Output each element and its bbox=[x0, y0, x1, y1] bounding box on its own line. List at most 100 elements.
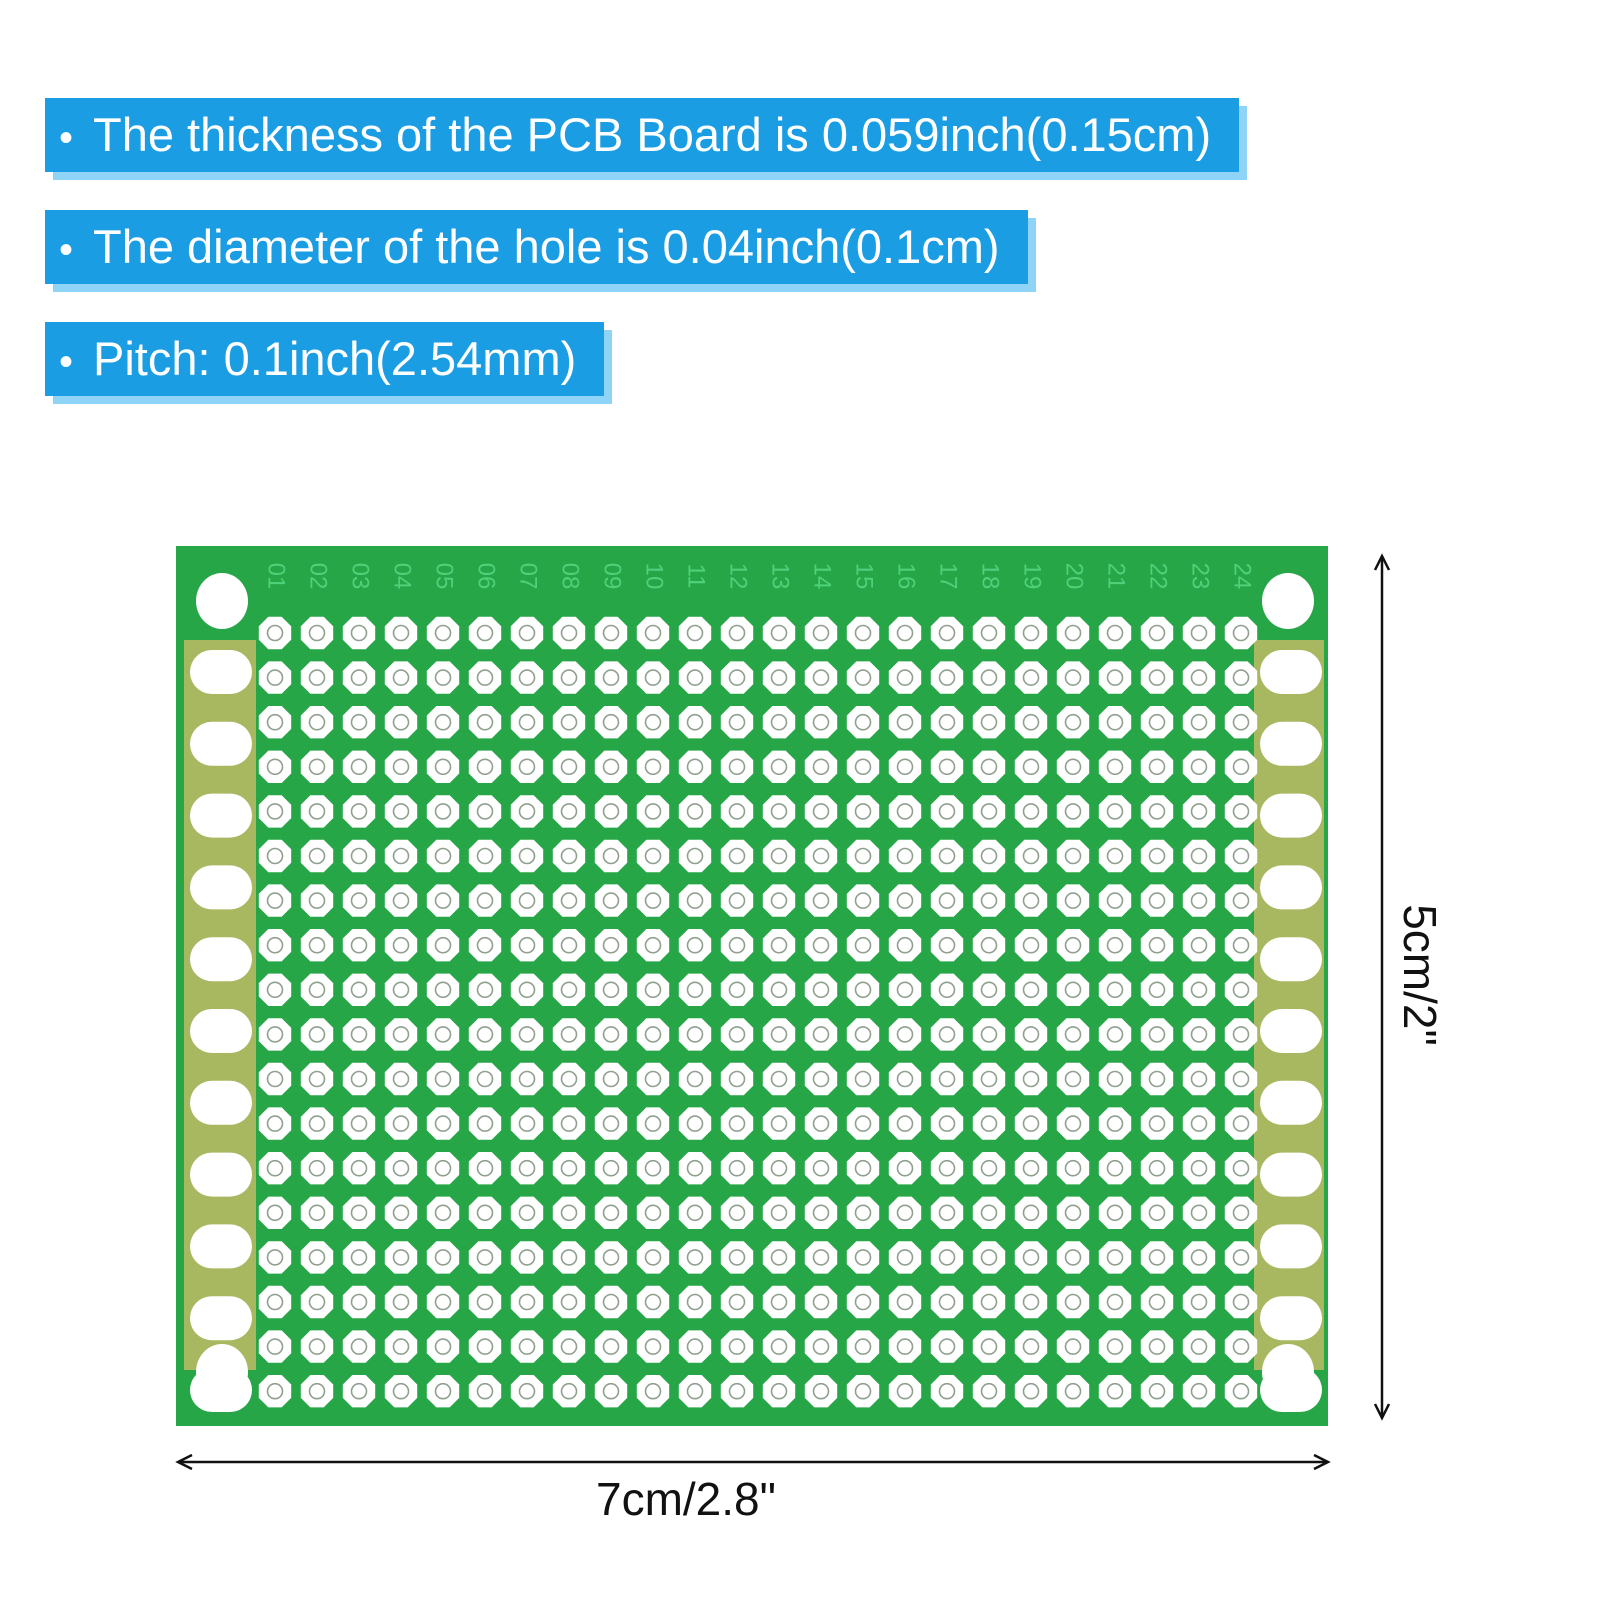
solder-pad bbox=[552, 1241, 586, 1274]
solder-pad bbox=[1224, 795, 1258, 828]
solder-pad bbox=[468, 1375, 502, 1408]
solder-pad bbox=[384, 661, 418, 694]
column-label: 09 bbox=[599, 563, 626, 590]
solder-pad bbox=[342, 929, 376, 962]
solder-pad bbox=[426, 750, 460, 783]
solder-pad bbox=[678, 839, 712, 873]
solder-pad bbox=[594, 839, 628, 873]
solder-pad bbox=[678, 973, 712, 1006]
bullet: • bbox=[59, 116, 74, 160]
height-dimension-label: 5cm/2" bbox=[1394, 904, 1446, 1046]
solder-pad bbox=[468, 1062, 502, 1096]
solder-pad bbox=[930, 973, 964, 1006]
solder-pad bbox=[594, 973, 628, 1006]
solder-pad bbox=[972, 973, 1006, 1006]
solder-pad bbox=[300, 929, 334, 962]
solder-pad bbox=[972, 795, 1006, 828]
solder-pad bbox=[888, 706, 922, 739]
solder-pad bbox=[552, 929, 586, 962]
solder-pad bbox=[510, 616, 544, 650]
solder-pad bbox=[1098, 1152, 1132, 1185]
solder-pad bbox=[594, 1018, 628, 1051]
solder-pad bbox=[594, 1285, 628, 1319]
solder-pad bbox=[720, 839, 754, 873]
solder-pad bbox=[888, 750, 922, 783]
solder-pad bbox=[426, 1241, 460, 1274]
column-label: 02 bbox=[305, 563, 332, 590]
solder-pad bbox=[720, 1375, 754, 1408]
solder-pad bbox=[510, 1285, 544, 1319]
solder-pad bbox=[762, 1330, 796, 1363]
solder-pad bbox=[720, 795, 754, 828]
solder-pad bbox=[384, 1375, 418, 1408]
solder-pad bbox=[636, 929, 670, 962]
solder-pad bbox=[1098, 884, 1132, 917]
column-label: 05 bbox=[431, 563, 458, 590]
solder-pad bbox=[510, 1152, 544, 1185]
solder-pad bbox=[300, 795, 334, 828]
solder-pad bbox=[846, 839, 880, 873]
solder-pad bbox=[930, 1241, 964, 1274]
solder-pad bbox=[678, 884, 712, 917]
solder-pad bbox=[1140, 884, 1174, 917]
solder-pad bbox=[594, 661, 628, 694]
solder-pad bbox=[300, 706, 334, 739]
solder-pad bbox=[1098, 973, 1132, 1006]
solder-pad bbox=[888, 1196, 922, 1229]
solder-pad bbox=[552, 750, 586, 783]
solder-pad bbox=[930, 750, 964, 783]
column-label: 24 bbox=[1229, 563, 1256, 590]
solder-pad bbox=[510, 661, 544, 694]
solder-pad bbox=[594, 884, 628, 917]
solder-pad bbox=[552, 884, 586, 917]
solder-pad bbox=[720, 706, 754, 739]
solder-pad bbox=[468, 706, 502, 739]
solder-pad bbox=[1098, 929, 1132, 962]
solder-pad bbox=[510, 884, 544, 917]
solder-pad bbox=[342, 795, 376, 828]
column-label: 21 bbox=[1103, 563, 1130, 590]
solder-pad bbox=[258, 795, 292, 828]
solder-pad bbox=[1182, 750, 1216, 783]
solder-pad bbox=[846, 706, 880, 739]
solder-pad bbox=[1056, 661, 1090, 694]
solder-pad bbox=[300, 1196, 334, 1229]
solder-pad bbox=[468, 661, 502, 694]
solder-pad bbox=[510, 1196, 544, 1229]
solder-pad bbox=[384, 1330, 418, 1363]
column-label: 12 bbox=[725, 563, 752, 590]
solder-pad bbox=[1056, 706, 1090, 739]
solder-pad bbox=[1056, 616, 1090, 650]
solder-pad bbox=[552, 1018, 586, 1051]
solder-pad bbox=[804, 1107, 838, 1140]
solder-pad bbox=[804, 839, 838, 873]
solder-pad bbox=[426, 1330, 460, 1363]
solder-pad bbox=[846, 1107, 880, 1140]
solder-pad bbox=[258, 706, 292, 739]
solder-pad bbox=[342, 1285, 376, 1319]
solder-pad bbox=[972, 1375, 1006, 1408]
solder-pad bbox=[258, 1018, 292, 1051]
solder-pad bbox=[804, 973, 838, 1006]
solder-pad bbox=[1098, 795, 1132, 828]
solder-pad bbox=[468, 795, 502, 828]
solder-pad bbox=[972, 1330, 1006, 1363]
mount-hole-bottom-right bbox=[1262, 1344, 1314, 1400]
solder-pad bbox=[762, 839, 796, 873]
solder-pad bbox=[1014, 1241, 1048, 1274]
solder-pad bbox=[1014, 839, 1048, 873]
mount-hole-bottom-left bbox=[196, 1344, 248, 1400]
solder-pad bbox=[342, 750, 376, 783]
solder-pad bbox=[804, 1152, 838, 1185]
solder-pad bbox=[1182, 839, 1216, 873]
solder-pad bbox=[636, 839, 670, 873]
edge-slot-right bbox=[1260, 793, 1322, 838]
solder-pad bbox=[930, 1018, 964, 1051]
solder-pad bbox=[846, 1330, 880, 1363]
solder-pad bbox=[300, 973, 334, 1006]
solder-pad bbox=[426, 1107, 460, 1140]
solder-pad bbox=[1182, 1018, 1216, 1051]
edge-slot-left bbox=[190, 1224, 252, 1269]
solder-pad bbox=[1014, 973, 1048, 1006]
solder-pad bbox=[468, 929, 502, 962]
